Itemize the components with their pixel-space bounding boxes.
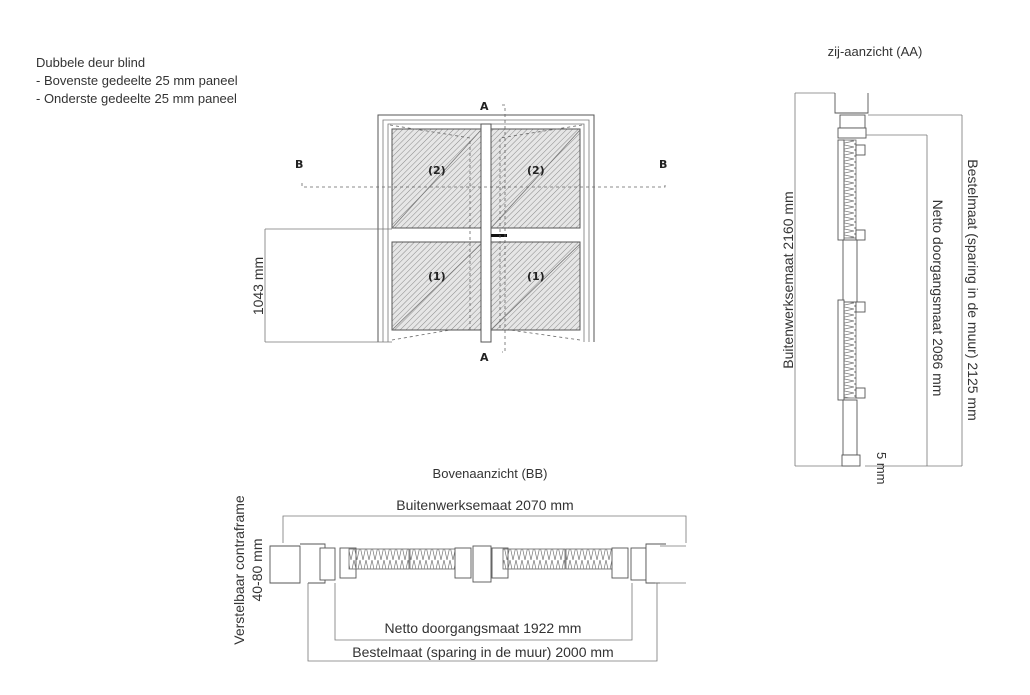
contraframe-range: 40-80 mm [249,538,265,601]
side-net-passage: Netto doorgangsmaat 2086 mm [930,200,946,397]
door-type-title: Dubbele deur blind [36,55,145,70]
panel-label-upper-left: (2) [428,164,446,177]
top-order-size: Bestelmaat (sparing in de muur) 2000 mm [352,644,613,660]
section-b-left-label: B [295,158,303,171]
left-leaf [391,128,482,331]
door-handle-icon [491,234,507,237]
upper-panel-spec: - Bovenste gedeelte 25 mm paneel [36,73,238,88]
section-b-right-label: B [659,158,667,171]
side-order-size: Bestelmaat (sparing in de muur) 2125 mm [965,159,981,420]
section-line-b [301,183,666,188]
handle-height-dimension: 1043 mm [250,257,266,315]
right-leaf [490,128,581,331]
top-view: Bovenaanzicht (BB) Buitenwerksemaat 2070… [231,466,687,662]
lower-panel-spec: - Onderste gedeelte 25 mm paneel [36,91,237,106]
section-a-top-label: A [480,100,489,113]
panel-label-lower-left: (1) [428,270,446,283]
contraframe-label: Verstelbaar contraframe [231,495,247,645]
side-view: zij-aanzicht (AA) Buitenwerksemaat 2160 … [780,44,981,485]
top-view-title: Bovenaanzicht (BB) [433,466,548,481]
section-a-bottom-label: A [480,351,489,364]
front-view: (2) (2) (1) (1) A A B B 1043 mm [250,100,667,364]
panel-label-upper-right: (2) [527,164,545,177]
side-view-title: zij-aanzicht (AA) [828,44,923,59]
top-outer-dimension: Buitenwerksemaat 2070 mm [396,497,573,513]
section-line-a [502,104,506,353]
description-block: Dubbele deur blind - Bovenste gedeelte 2… [36,55,238,106]
side-outer-dimension: Buitenwerksemaat 2160 mm [780,191,796,368]
top-net-passage: Netto doorgangsmaat 1922 mm [385,620,582,636]
panel-label-lower-right: (1) [527,270,545,283]
side-gap-dimension: 5 mm [874,452,889,485]
